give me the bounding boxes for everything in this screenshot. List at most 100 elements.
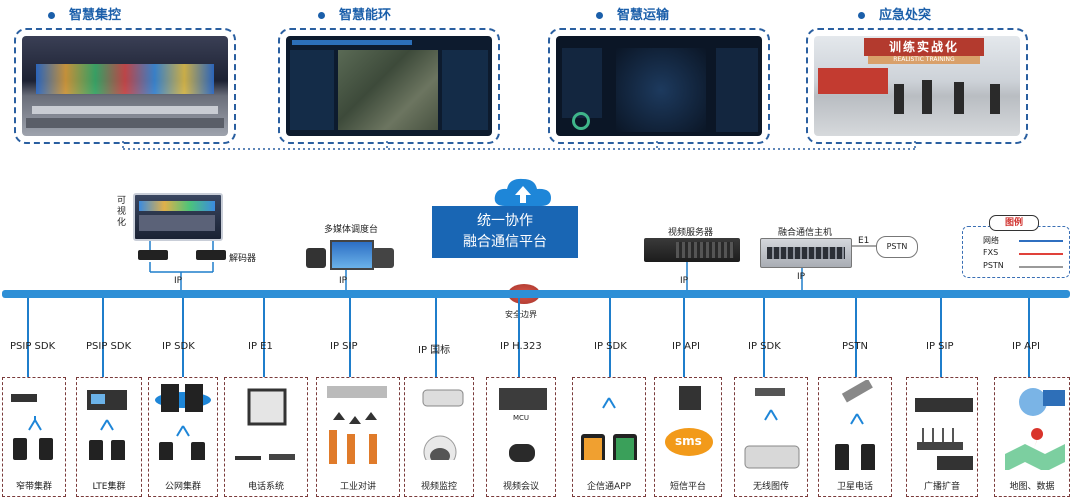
protocol-label: IP E1	[248, 341, 273, 352]
legend-item-network: 网络	[983, 236, 999, 245]
ip-label: IP	[797, 272, 806, 282]
subsystem-name: 公网集群	[164, 482, 201, 492]
camera-icon	[407, 380, 473, 460]
bus-connector-line	[940, 298, 942, 377]
lte-terminal-icon	[79, 380, 139, 460]
emergency-training-picture: 训练实战化 REALISTIC TRAINING	[806, 28, 1028, 144]
sms-icon	[657, 380, 721, 460]
section-title-smart-energy: 智慧能环	[318, 4, 391, 23]
mobile-app-icon	[575, 380, 645, 460]
protocol-label: PSIP SDK	[10, 341, 56, 352]
bullet-icon	[858, 12, 865, 19]
transport-dashboard-picture	[548, 28, 770, 144]
protocol-label: IP SDK	[594, 341, 627, 352]
phone-icon	[227, 380, 307, 460]
subsystem-name: LTE集群	[92, 482, 126, 492]
subsystem-box: 地图、数据	[994, 377, 1070, 497]
intercom-icon	[319, 380, 399, 470]
protocol-label: IP SIP	[330, 341, 358, 352]
bus-connector-line	[683, 298, 685, 377]
subsystem-box: 电话系统	[224, 377, 308, 497]
legend-line-pstn	[1019, 266, 1063, 268]
public-cluster-icon	[151, 380, 215, 460]
bus-connector-line	[609, 298, 611, 377]
fusion-host-label: 融合通信主机	[778, 228, 833, 238]
bus-connector-line	[763, 298, 765, 377]
cloud-icon	[494, 178, 551, 206]
legend-box: 图例 网络 FXS PSTN	[962, 215, 1070, 278]
bus-connector-line	[349, 298, 351, 377]
bus-connector-line	[518, 298, 520, 377]
protocol-label: IP SIP	[926, 341, 954, 352]
bus-connector-line	[263, 298, 265, 377]
map-data-icon	[997, 380, 1071, 470]
ip-label: IP	[339, 276, 348, 286]
protocol-label: IP SDK	[162, 341, 195, 352]
subsystem-name: 企信通APP	[586, 482, 631, 492]
subsystem-name: 广播扩音	[923, 482, 960, 492]
sms-label: sms	[675, 434, 702, 448]
e1-label: E1	[858, 236, 870, 246]
security-boundary-label: 安全边界	[505, 310, 537, 319]
subsystem-box: LTE集群	[76, 377, 142, 497]
bullet-icon	[48, 12, 55, 19]
control-room-picture	[14, 28, 236, 144]
subsystem-name: 电话系统	[247, 482, 284, 492]
section-title-smart-transport: 智慧运输	[596, 4, 669, 23]
training-banner: 训练实战化	[864, 38, 984, 56]
subsystem-box: 公网集群	[148, 377, 218, 497]
section-title-smart-control: 智慧集控	[48, 4, 121, 23]
section-title-emergency: 应急处突	[858, 4, 931, 23]
dispatch-console-device	[306, 238, 394, 270]
subsystem-box: 无线图传	[734, 377, 808, 497]
satellite-phone-icon	[821, 380, 891, 470]
protocol-label: PSIP SDK	[86, 341, 132, 352]
mcu-label: MCU	[513, 414, 530, 422]
protocol-label: IP 国标	[418, 345, 451, 356]
subsystem-box: 卫星电话	[818, 377, 892, 497]
legend-line-network	[1019, 240, 1063, 242]
broadcast-icon	[909, 380, 979, 470]
visualization-label: 可 视 化	[117, 196, 127, 228]
subsystem-box: 企信通APP	[572, 377, 646, 497]
legend-item-fxs: FXS	[983, 248, 999, 257]
legend-title: 图例	[989, 215, 1039, 231]
visualization-wall	[133, 193, 223, 241]
training-banner-sub: REALISTIC TRAINING	[868, 56, 980, 64]
energy-dashboard-picture	[278, 28, 500, 144]
subsystem-name: 视频监控	[420, 482, 457, 492]
protocol-label: PSTN	[842, 341, 868, 352]
platform-line1: 统一协作	[477, 213, 533, 229]
fusion-host-device	[760, 238, 852, 268]
network-bus	[2, 290, 1070, 298]
subsystem-box: 短信平台 sms	[654, 377, 722, 497]
scene-connector-lines	[122, 141, 916, 290]
subsystem-name: 地图、数据	[1009, 482, 1055, 492]
legend-item-pstn: PSTN	[983, 261, 1004, 270]
video-conference-icon	[489, 380, 555, 470]
subsystem-name: 短信平台	[669, 482, 706, 492]
subsystem-box: 视频监控	[404, 377, 474, 497]
video-server-device	[644, 238, 740, 262]
unified-platform: 统一协作 融合通信平台	[432, 206, 578, 258]
bus-connector-line	[855, 298, 857, 377]
bullet-icon	[318, 12, 325, 19]
decoder-label: 解码器	[229, 254, 257, 264]
video-server-label: 视频服务器	[668, 228, 714, 238]
radio-icon	[5, 380, 65, 460]
subsystem-name: 工业对讲	[339, 482, 376, 492]
bus-connector-line	[102, 298, 104, 377]
subsystem-name: 无线图传	[752, 482, 789, 492]
platform-line2: 融合通信平台	[463, 234, 547, 250]
bullet-icon	[596, 12, 603, 19]
bus-connector-line	[182, 298, 184, 377]
drone-icon	[737, 380, 807, 470]
dispatch-console-label: 多媒体调度台	[324, 225, 379, 235]
subsystem-name: 卫星电话	[836, 482, 873, 492]
protocol-label: IP SDK	[748, 341, 781, 352]
ip-label: IP	[174, 276, 183, 286]
subsystem-name: 窄带集群	[15, 482, 52, 492]
ip-label: IP	[680, 276, 689, 286]
decoder-device	[196, 250, 226, 260]
